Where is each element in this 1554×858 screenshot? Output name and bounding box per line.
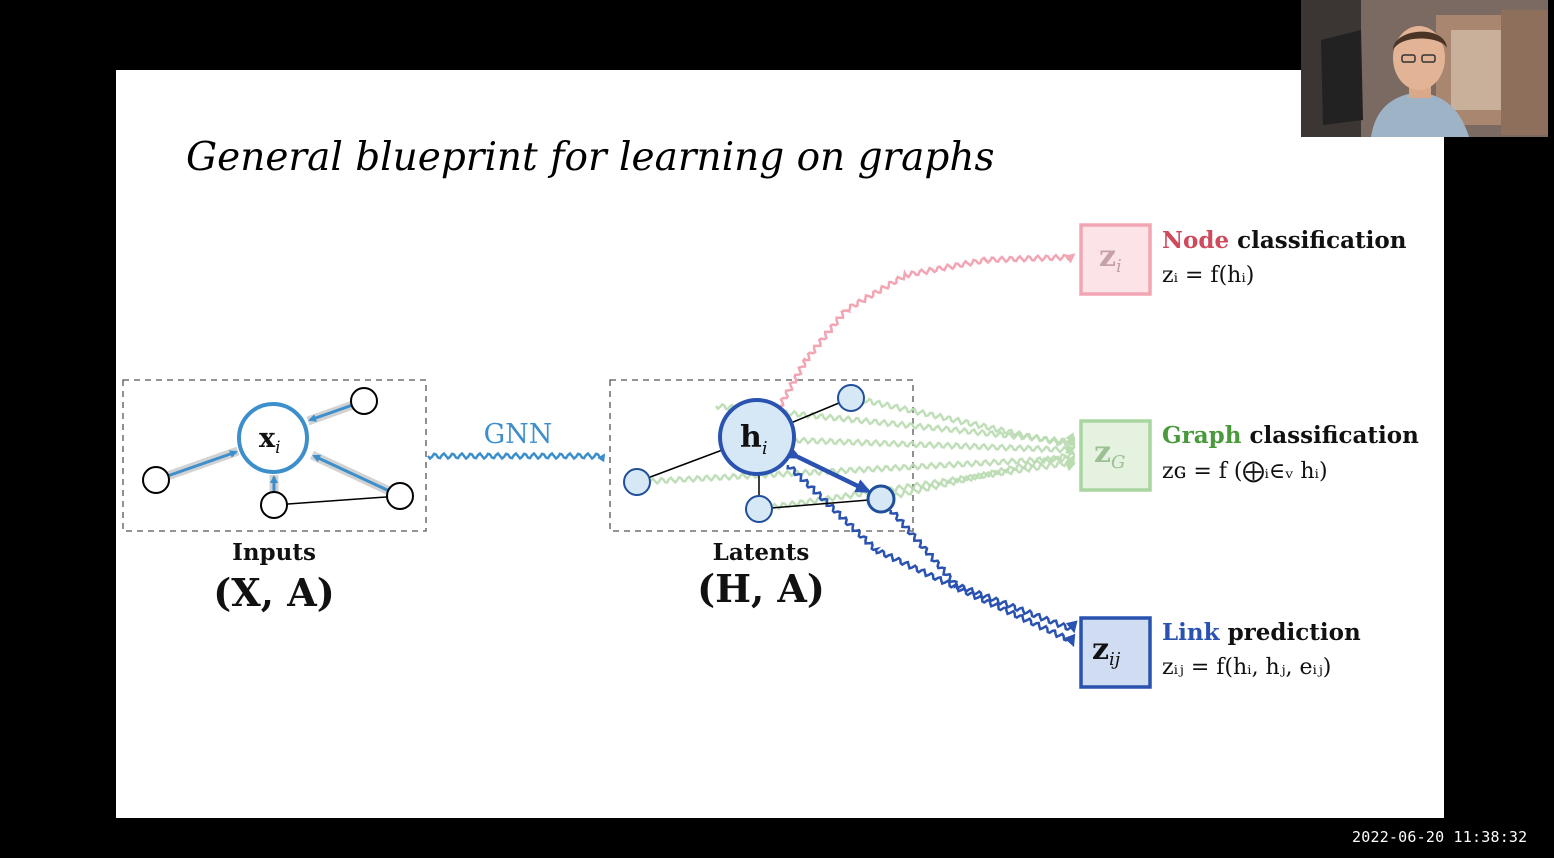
task-box-subscript: ij <box>1109 649 1121 670</box>
task-colored-word: Link <box>1162 619 1221 646</box>
link-readout-path <box>786 464 1076 648</box>
svg-text:zi: zi <box>1099 239 1122 277</box>
graph-edge <box>273 495 401 506</box>
recording-timestamp: 2022-06-20 11:38:32 <box>1352 828 1528 846</box>
webcam-thumbnail <box>1301 0 1548 137</box>
latent-node-hi <box>718 398 796 476</box>
graph-readout-path <box>787 436 1076 456</box>
latents-graph <box>609 379 914 532</box>
graph-edge <box>758 498 882 510</box>
task-box-label: z <box>1099 239 1116 274</box>
svg-text:Graph classification: Graph classification <box>1162 422 1419 449</box>
task-box-label: z <box>1094 435 1111 470</box>
task-box-node <box>1079 223 1152 296</box>
latents-caption: Latents <box>713 539 810 566</box>
graph-node <box>837 384 865 412</box>
task-colored-word: Graph <box>1162 422 1242 449</box>
svg-text:xi: xi <box>259 423 281 458</box>
svg-text:Link prediction: Link prediction <box>1162 619 1361 646</box>
svg-text:Node classification: Node classification <box>1162 227 1407 254</box>
svg-text:zij: zij <box>1092 632 1121 670</box>
graph-node-j <box>866 484 896 514</box>
task-colored-word: Node <box>1162 227 1229 254</box>
link-readout-path <box>889 509 1078 634</box>
slide-canvas: General blueprint for learning on graphs… <box>122 135 1419 689</box>
message-arrow <box>155 450 238 482</box>
task-rest-word: prediction <box>1228 619 1361 646</box>
graph-node <box>350 387 378 415</box>
task-rest-word: classification <box>1237 227 1407 254</box>
task-formula: zᵢ = f(hᵢ) <box>1162 263 1254 288</box>
task-link-prediction: zij Link prediction zᵢⱼ = f(hᵢ, hⱼ, eᵢⱼ) <box>1079 616 1361 689</box>
graph-node <box>260 491 288 519</box>
inputs-graph: xi Inputs (X, A) <box>122 379 427 615</box>
input-node-subscript: i <box>275 438 280 458</box>
graph-readout-path <box>758 458 1077 513</box>
latents-graph-nodes: hi Latents (H, A) <box>623 384 896 611</box>
task-box-graph <box>1079 419 1152 492</box>
input-node-xi <box>237 402 309 474</box>
task-box-subscript: G <box>1111 452 1125 473</box>
task-node-classification: zi Node classification zᵢ = f(hᵢ) <box>1079 223 1407 296</box>
graph-readout-path <box>880 445 1076 503</box>
latents-pair: (H, A) <box>697 566 825 611</box>
graph-node <box>745 495 773 523</box>
message-arrow <box>312 454 401 498</box>
task-formula: zᵢⱼ = f(hᵢ, hⱼ, eᵢⱼ) <box>1162 655 1331 680</box>
node-readout-path <box>779 253 1076 408</box>
task-rest-word: classification <box>1249 422 1419 449</box>
inputs-pair: (X, A) <box>213 570 334 615</box>
graph-node <box>142 466 170 494</box>
readout-paths <box>636 253 1078 648</box>
task-box-subscript: i <box>1116 256 1122 277</box>
svg-text:hi: hi <box>740 420 768 459</box>
gnn-arrow <box>427 451 606 463</box>
gnn-label: GNN <box>484 419 553 450</box>
latent-node-subscript: i <box>762 438 768 459</box>
latents-dashed-box <box>609 379 914 532</box>
svg-text:zG: zG <box>1094 435 1125 473</box>
input-node-label: x <box>259 423 276 454</box>
webcam-image <box>1301 0 1548 137</box>
task-formula: zɢ = f (⨁ᵢ∈ᵥ hᵢ) <box>1162 459 1328 484</box>
link-double-arrow <box>784 445 872 494</box>
latent-node-label: h <box>740 420 762 455</box>
slide-title: General blueprint for learning on graphs <box>186 135 995 180</box>
task-box-link <box>1079 616 1152 689</box>
inputs-caption: Inputs <box>232 539 316 566</box>
inputs-dashed-box <box>122 379 427 532</box>
slide: General blueprint for learning on graphs… <box>116 70 1444 818</box>
graph-node <box>623 468 651 496</box>
task-box-label: z <box>1092 632 1109 667</box>
task-graph-classification: zG Graph classification zɢ = f (⨁ᵢ∈ᵥ hᵢ) <box>1079 419 1419 492</box>
graph-node <box>386 482 414 510</box>
